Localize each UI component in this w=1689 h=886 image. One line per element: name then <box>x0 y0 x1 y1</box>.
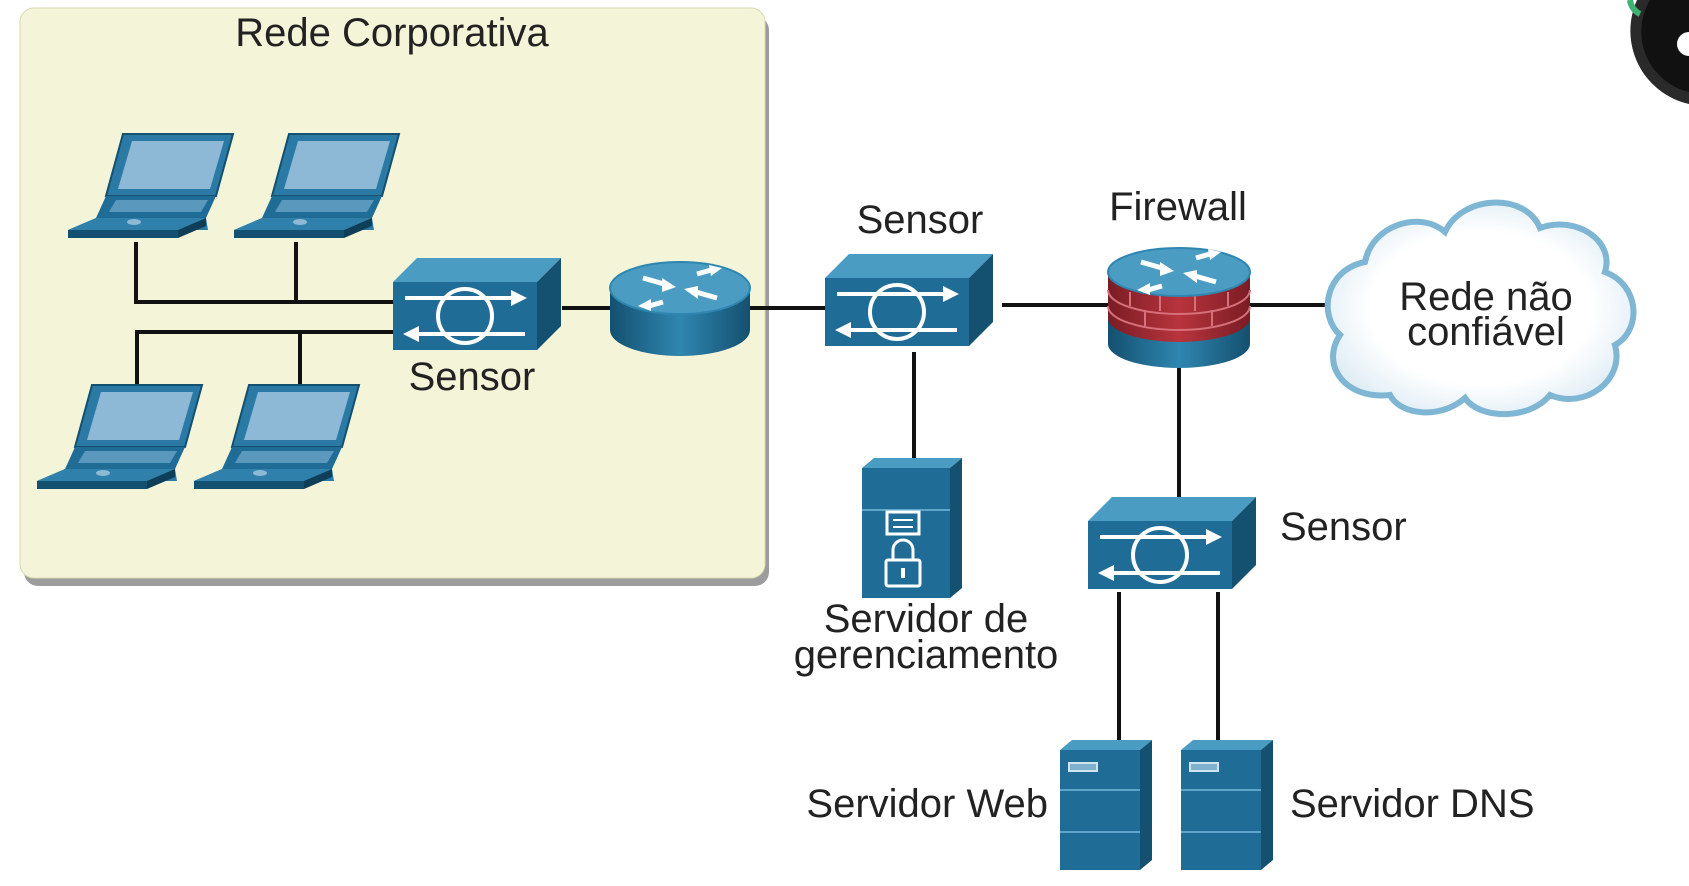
link-laptop3 <box>135 330 395 385</box>
lock-icon <box>884 538 922 588</box>
router-icon <box>609 261 751 356</box>
switch-sensor-icon <box>391 256 563 352</box>
management-server-icon <box>862 458 962 598</box>
server-icon <box>1180 739 1274 871</box>
mgmt-server-label-line2: gerenciamento <box>794 633 1059 677</box>
untrusted-network-label-line1: Rede não <box>1399 275 1572 319</box>
corner-badge-icon <box>1627 0 1689 104</box>
link-laptop1 <box>134 242 395 304</box>
cloud-icon: Rede não confiável <box>1324 199 1637 418</box>
firewall-icon <box>1107 247 1251 368</box>
sensor-label-corp: Sensor <box>409 355 536 399</box>
network-links <box>134 242 1335 745</box>
firewall-label: Firewall <box>1109 185 1247 229</box>
switch-sensor-icon <box>823 252 995 348</box>
switch-sensor-icon <box>1086 495 1258 591</box>
server-icon <box>1059 739 1153 871</box>
untrusted-network-label-line2: confiável <box>1407 310 1565 354</box>
web-server-label: Servidor Web <box>806 782 1048 826</box>
zone-title: Rede Corporativa <box>235 11 549 55</box>
mgmt-server-label-line1: Servidor de <box>824 597 1029 641</box>
sensor-label-mid: Sensor <box>857 198 984 242</box>
dns-server-label: Servidor DNS <box>1290 782 1535 826</box>
sensor-label-dmz: Sensor <box>1280 505 1407 549</box>
